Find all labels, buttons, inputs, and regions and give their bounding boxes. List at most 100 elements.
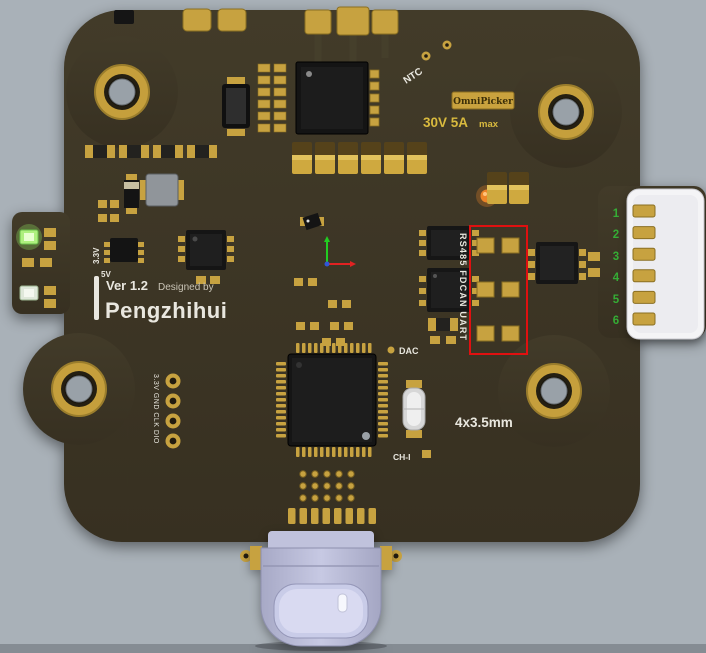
via-grid: [299, 470, 355, 502]
interface-ports-label: RS485 FDCAN UART: [458, 233, 468, 341]
mcu: [276, 343, 388, 457]
debug-header-label: 3.3V GND CLK DIO: [152, 374, 159, 444]
mcu-pin: [378, 392, 388, 396]
designed-by-label: Designed by: [158, 282, 214, 293]
pad: [257, 63, 271, 73]
right-of-mcu-cluster: [428, 318, 458, 344]
mcu-pin: [356, 447, 360, 457]
brand-badge: OmniPicker: [451, 91, 515, 110]
pad: [257, 87, 271, 97]
mcu-pin: [326, 447, 330, 457]
mcu-pin: [332, 343, 336, 353]
connector-pins: [632, 204, 656, 326]
mcu-pin: [276, 380, 286, 384]
mcu-pin: [378, 410, 388, 414]
via: [323, 482, 331, 490]
usb-pad: [322, 508, 330, 524]
via: [335, 470, 343, 478]
power-rating-label: 30V 5A: [423, 115, 468, 130]
version-label: Ver 1.2: [106, 278, 148, 293]
mcu-pin: [296, 343, 300, 353]
mcu-pin: [276, 404, 286, 408]
dac-marker: DAC: [387, 346, 419, 356]
small-diode: [300, 212, 324, 231]
usb-pad: [311, 508, 319, 524]
interface-pad-groups: [476, 237, 520, 342]
mcu-pin: [350, 343, 354, 353]
usb-pad: [345, 508, 353, 524]
mcu-pin: [378, 374, 388, 378]
ntc-vias: [421, 40, 452, 61]
mcu-pin: [276, 434, 286, 438]
center-ic-a: [419, 226, 479, 260]
pin-number-1: 1: [613, 208, 620, 220]
pad: [273, 75, 287, 85]
top-ic-left-pads: [257, 63, 287, 133]
top-edge-pads: [182, 6, 399, 36]
via: [311, 482, 319, 490]
mounting-hole-top-right: [538, 84, 594, 140]
connector-pin: [632, 204, 656, 218]
ch-i-label: CH-I: [393, 452, 410, 462]
pad: [257, 99, 271, 109]
passive-cluster-top-left: [85, 145, 217, 222]
usb-mount-pad-left: [250, 546, 262, 570]
usb-pad-row: [288, 508, 376, 524]
mcu-pin: [276, 422, 286, 426]
ch-i-pad: [422, 450, 431, 458]
power-rating-unit-label: max: [479, 119, 499, 130]
pad: [273, 99, 287, 109]
center-ic-b: [419, 268, 479, 312]
crystal-oscillator: [402, 380, 426, 438]
center-pad-scatter: [294, 278, 353, 346]
right-connector: [626, 188, 705, 340]
via: [311, 494, 319, 502]
title-block: Ver 1.2 Designed by Pengzhihui: [94, 276, 227, 323]
connector-pin: [632, 269, 656, 283]
via: [323, 494, 331, 502]
mounting-hole-bottom-right: [526, 363, 582, 419]
designer-name: Pengzhihui: [105, 298, 227, 323]
capacitor: [292, 142, 312, 174]
mcu-pin: [314, 343, 318, 353]
usb-notch: [337, 593, 348, 613]
mcu-pin: [350, 447, 354, 457]
usb-pad: [334, 508, 342, 524]
pad: [273, 111, 287, 121]
connector-pin: [632, 226, 656, 240]
mcu-pin: [378, 428, 388, 432]
copper-traces: [314, 30, 389, 62]
via: [335, 482, 343, 490]
mcu-pin: [320, 343, 324, 353]
left-tab: [16, 224, 56, 308]
mcu-pin: [378, 434, 388, 438]
pad: [257, 111, 271, 121]
mcu-pin: [378, 416, 388, 420]
mcu-pin: [378, 398, 388, 402]
mcu-pin: [276, 386, 286, 390]
mcu-pin: [378, 362, 388, 366]
mcu-pin: [276, 392, 286, 396]
pad: [273, 123, 287, 133]
regulator-ic: [104, 238, 144, 263]
connector-pin: [632, 290, 656, 304]
pad: [257, 123, 271, 133]
pad: [257, 75, 271, 85]
via: [311, 470, 319, 478]
capacitor: [407, 142, 427, 174]
via: [347, 470, 355, 478]
pad: [273, 63, 287, 73]
usb-pad: [357, 508, 365, 524]
top-ic: [257, 61, 380, 135]
mcu-pin: [276, 398, 286, 402]
via: [335, 494, 343, 502]
mcu-pins: [276, 343, 388, 457]
origin-axes-marker: [324, 236, 356, 267]
mcu-pin: [378, 386, 388, 390]
connector-pin: [632, 312, 656, 326]
via: [347, 494, 355, 502]
via: [323, 470, 331, 478]
usb-pad: [288, 508, 296, 524]
usb-pad: [368, 508, 376, 524]
